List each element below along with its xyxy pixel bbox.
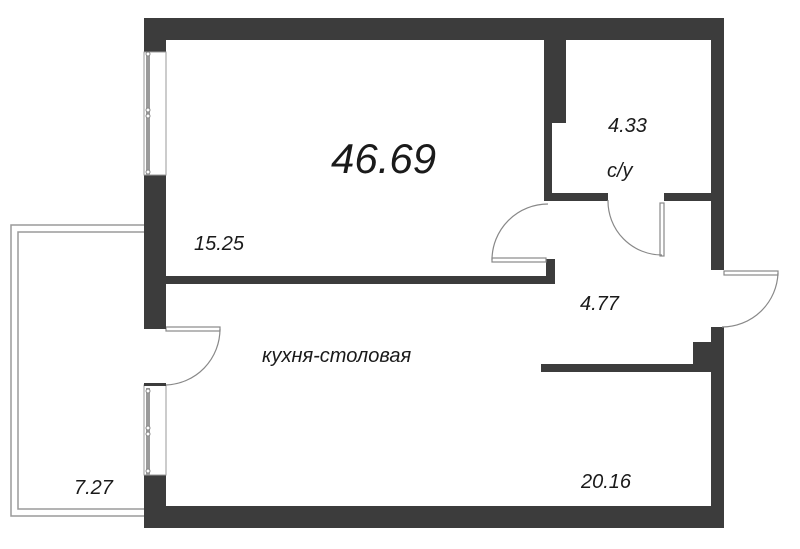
kitchen-name-label: кухня-столовая xyxy=(262,345,412,367)
bedroom-area-label: 15.25 xyxy=(194,233,245,255)
walls xyxy=(144,18,724,528)
total-area-label: 46.69 xyxy=(331,135,437,182)
balcony-outline xyxy=(10,224,144,517)
window-bedroom xyxy=(143,51,167,176)
bathroom-area-label: 4.33 xyxy=(608,115,647,137)
entrance-door[interactable] xyxy=(721,270,779,328)
kitchen-area-label: 20.16 xyxy=(581,471,632,493)
bathroom-name-label: с/у xyxy=(607,160,633,182)
window-kitchen xyxy=(143,384,167,476)
hallway-area-label: 4.77 xyxy=(580,293,619,315)
balcony-area-label: 7.27 xyxy=(74,477,113,499)
balcony-door[interactable] xyxy=(144,326,221,386)
bathroom-door[interactable] xyxy=(607,199,665,257)
bedroom-door[interactable] xyxy=(491,203,549,263)
